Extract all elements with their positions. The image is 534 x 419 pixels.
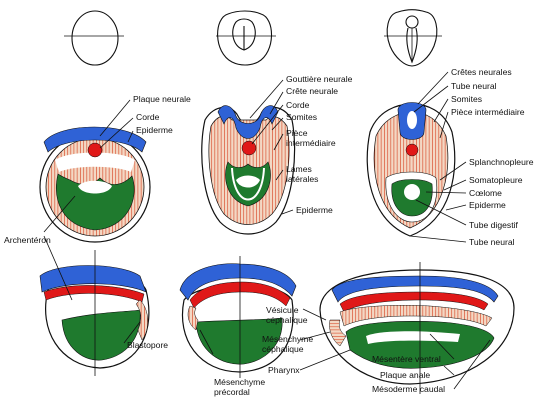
label-epiderme-1: Epiderme <box>136 125 173 135</box>
label-corde-2: Corde <box>286 100 310 110</box>
stage-3-longitudinal-section <box>319 262 515 394</box>
stage-1-dorsal-view <box>64 10 124 66</box>
label-blastopore: Blastopore <box>127 340 168 350</box>
label-tube-digestif: Tube digestif <box>469 220 518 230</box>
label-mesenchyme-cephalique: Mésenchyme céphalique <box>262 334 316 354</box>
label-crete-neurale: Crête neurale <box>286 86 338 96</box>
stage-1-cross-section <box>39 126 151 243</box>
stage-2-longitudinal-section <box>179 256 297 378</box>
label-tube-neural-2: Tube neural <box>469 237 515 247</box>
label-mesenchyme-precordal: Mésenchyme précordal <box>214 377 268 397</box>
label-corde-1: Corde <box>136 112 160 122</box>
label-mesenchyme-cephalique-line1: Mésenchyme <box>262 334 313 344</box>
label-epiderme-2: Epiderme <box>296 205 333 215</box>
label-somites-1: Somites <box>286 112 317 122</box>
label-tube-neural-1: Tube neural <box>451 81 497 91</box>
label-epiderme-3: Epiderme <box>469 200 506 210</box>
label-archenteron: Archentéron <box>4 235 51 245</box>
label-somites-2: Somites <box>451 94 482 104</box>
label-plaque-anale: Plaque anale <box>380 370 430 380</box>
label-lames-laterales-line1: Lames <box>286 164 312 174</box>
label-splanchnopleure: Splanchnopleure <box>469 157 534 167</box>
label-piece-intermediaire-1: Pièce intermédiaire <box>286 128 336 148</box>
label-vesicule-cephalique-line1: Vésicule <box>266 305 299 315</box>
stage-2-cross-section <box>201 105 296 235</box>
label-gouttiere-neurale: Gouttière neurale <box>286 74 353 84</box>
label-mesentere-ventral: Mésentère ventral <box>372 354 441 364</box>
labels: Plaque neurale Corde Epiderme Archentéro… <box>4 67 534 397</box>
label-somatopleure: Somatopleure <box>469 175 523 185</box>
leader-lines <box>43 71 491 390</box>
stage-1-longitudinal-section <box>39 250 150 376</box>
stage-3-dorsal-view <box>384 9 442 67</box>
label-vesicule-cephalique: Vésicule céphalique <box>266 305 308 325</box>
label-mesenchyme-precordal-line1: Mésenchyme <box>214 377 265 387</box>
label-coelome: Cœlome <box>469 188 502 198</box>
label-plaque-neurale: Plaque neurale <box>133 94 191 104</box>
label-mesenchyme-cephalique-line2: céphalique <box>262 344 304 354</box>
stage-2-dorsal-view <box>216 10 276 66</box>
label-piece-intermediaire-1-line1: Pièce <box>286 128 308 138</box>
label-lames-laterales-line2: latérales <box>286 174 318 184</box>
label-piece-intermediaire-2: Pièce intermédiaire <box>451 107 525 117</box>
label-lames-laterales: Lames latérales <box>286 164 318 184</box>
label-vesicule-cephalique-line2: céphalique <box>266 315 308 325</box>
stage-3-cross-section <box>366 102 456 237</box>
label-cretes-neurales: Crêtes neurales <box>451 67 512 77</box>
label-mesenchyme-precordal-line2: précordal <box>214 387 250 397</box>
label-piece-intermediaire-1-line2: intermédiaire <box>286 138 336 148</box>
label-pharynx: Pharynx <box>268 365 300 375</box>
label-mesoderme-caudal: Mésoderme caudal <box>372 384 445 394</box>
